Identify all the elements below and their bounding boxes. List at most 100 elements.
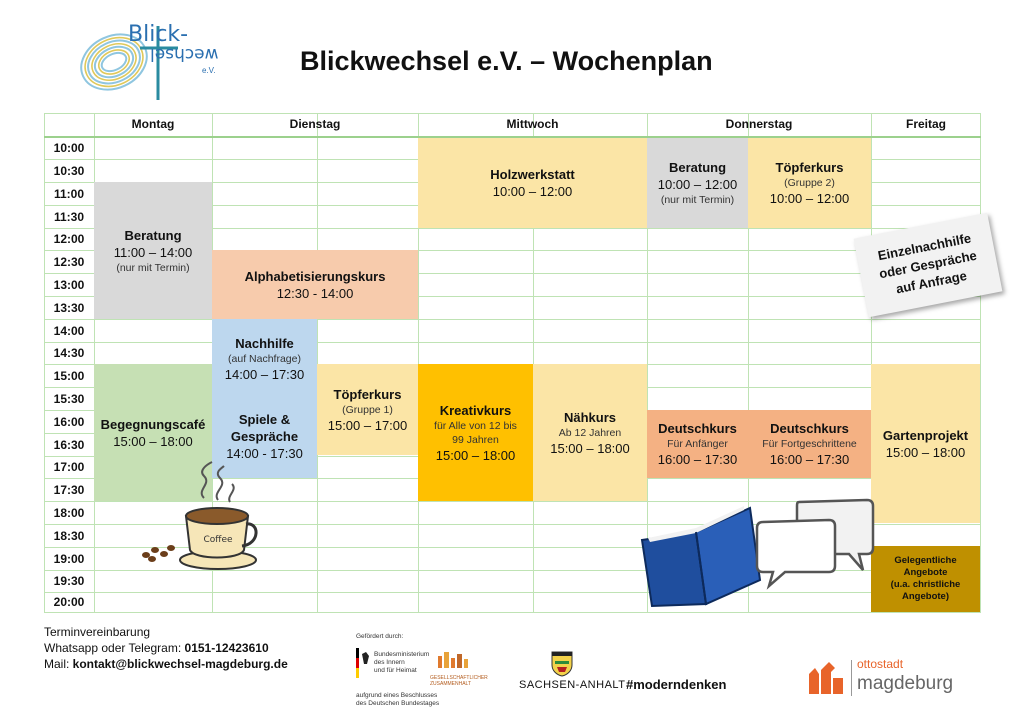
event-subtitle: (auf Nachfrage) xyxy=(228,353,301,365)
magdeburg-horse-icon xyxy=(807,660,847,696)
time-label: 20:00 xyxy=(53,595,85,609)
event-title: Beratung xyxy=(124,227,182,243)
time-label: 18:30 xyxy=(53,529,85,543)
event-time: 15:00 – 18:00 xyxy=(885,444,966,460)
event-time: 15:00 – 17:00 xyxy=(327,417,408,433)
event-title-gespraeche: Gespräche xyxy=(230,429,299,444)
event-time: 16:00 – 17:30 xyxy=(769,452,850,467)
event-title: Deutschkurs xyxy=(658,421,737,436)
event-time: 10:00 – 12:00 xyxy=(492,184,573,199)
time-label: 16:00 xyxy=(53,415,85,429)
event-title: Nähkurs xyxy=(563,409,617,425)
event-line: Angebote) xyxy=(902,591,949,602)
speech-bubbles-icon xyxy=(755,496,875,591)
coffee-cup-icon: Coffee xyxy=(138,460,258,575)
event-deutschkurs-anfaenger[interactable]: Deutschkurs Für Anfänger 16:00 – 17:30 xyxy=(647,410,748,478)
gefoerdert-label: Gefördert durch: xyxy=(356,633,404,640)
event-title: Gartenprojekt xyxy=(882,427,969,443)
logo-text-top: Blick- xyxy=(128,22,189,47)
event-alphabetisierungskurs[interactable]: Alphabetisierungskurs 12:30 - 14:00 xyxy=(212,250,418,319)
event-title: Begegnungscafé xyxy=(100,416,206,432)
page-title: Blickwechsel e.V. – Wochenplan xyxy=(300,46,713,76)
footer-email[interactable]: kontakt@blickwechsel-magdeburg.de xyxy=(72,657,288,671)
magdeburg-text: magdeburg xyxy=(857,673,954,694)
event-title: Holzwerkstatt xyxy=(490,167,575,182)
gesellschaftlicher-zusammenhalt-logo: GESELLSCHAFTLICHER ZUSAMMENHALT xyxy=(430,650,488,690)
blickwechsel-logo: Blick- wechsel e.V. xyxy=(74,22,234,102)
footer-mail-line: Mail: kontakt@blickwechsel-magdeburg.de xyxy=(44,656,288,673)
gz-line-2: ZUSAMMENHALT xyxy=(430,681,472,687)
time-label: 11:00 xyxy=(53,187,85,201)
footer-terminvereinbarung: Terminvereinbarung xyxy=(44,625,151,639)
event-title: Kreativkurs xyxy=(439,402,512,418)
event-subtitle: (Gruppe 2) xyxy=(784,177,835,189)
federal-eagle-icon xyxy=(356,648,370,678)
bmi-line-1: Bundesministerium xyxy=(374,651,430,658)
beschluss-line-2: des Deutschen Bundestages xyxy=(356,700,440,707)
event-time: 16:00 – 17:30 xyxy=(657,452,738,467)
time-label: 12:00 xyxy=(53,232,85,246)
bmi-line-2: des Innern xyxy=(374,659,405,666)
event-time: 14:00 – 17:30 xyxy=(224,367,305,382)
event-title: Töpferkurs xyxy=(775,160,844,175)
day-header-dienstag: Dienstag xyxy=(289,117,341,131)
event-time: 15:00 – 18:00 xyxy=(113,433,193,449)
time-label: 17:30 xyxy=(53,483,85,497)
day-header-freitag: Freitag xyxy=(905,117,946,131)
event-title-spiele: Spiele & xyxy=(238,412,291,427)
event-title: Nachhilfe xyxy=(235,336,294,351)
footer-phone-label: Whatsapp oder Telegram: xyxy=(44,641,185,655)
time-label: 15:30 xyxy=(53,392,85,406)
event-subtitle: Ab 12 Jahren xyxy=(558,426,622,439)
bmi-line-3: und für Heimat xyxy=(374,667,417,674)
beschluss-line-1: aufgrund eines Beschlusses xyxy=(356,692,438,699)
event-time: 15:00 – 18:00 xyxy=(435,447,516,463)
event-toepferkurs-gruppe1[interactable]: Töpferkurs (Gruppe 1) 15:00 – 17:00 xyxy=(317,364,418,455)
logo-text-bottom: wechsel xyxy=(150,44,219,64)
moderndenken-hashtag: #moderndenken xyxy=(626,677,727,692)
event-begegnungscafe[interactable]: Begegnungscafé 15:00 – 18:00 xyxy=(94,364,212,501)
event-time: 10:00 – 12:00 xyxy=(657,177,738,192)
time-label: 11:30 xyxy=(53,210,85,224)
time-label: 14:00 xyxy=(53,324,85,338)
event-subtitle: für Alle von 12 bis xyxy=(434,419,517,432)
event-holzwerkstatt[interactable]: Holzwerkstatt 10:00 – 12:00 xyxy=(418,138,647,228)
event-note: (nur mit Termin) xyxy=(660,194,735,206)
time-label: 14:30 xyxy=(53,346,85,360)
day-header-mittwoch: Mittwoch xyxy=(506,117,559,131)
sachsen-anhalt-crest-icon xyxy=(551,651,573,677)
event-toepferkurs-gruppe2[interactable]: Töpferkurs (Gruppe 2) 10:00 – 12:00 xyxy=(748,138,871,228)
footer-phone-line: Whatsapp oder Telegram: 0151-12423610 xyxy=(44,640,269,657)
sachsen-anhalt-text: SACHSEN-ANHALT xyxy=(519,679,626,691)
time-label: 10:30 xyxy=(53,164,85,178)
event-time-spiele: 14:00 - 17:30 xyxy=(226,446,303,461)
event-time: 10:00 – 12:00 xyxy=(769,191,850,206)
time-label: 12:30 xyxy=(53,255,85,269)
event-subtitle: Für Fortgeschrittene xyxy=(762,438,857,450)
event-naehkurs[interactable]: Nähkurs Ab 12 Jahren 15:00 – 18:00 xyxy=(533,364,647,501)
time-label: 10:00 xyxy=(53,141,85,155)
day-header-donnerstag: Donnerstag xyxy=(725,117,793,131)
event-subtitle: (Gruppe 1) xyxy=(342,403,393,416)
event-beratung-montag[interactable]: Beratung 11:00 – 14:00 (nur mit Termin) xyxy=(94,182,212,319)
event-title: Alphabetisierungskurs xyxy=(244,268,386,284)
time-label: 16:30 xyxy=(53,438,85,452)
footer-phone[interactable]: 0151-12423610 xyxy=(184,641,269,655)
event-beratung-donnerstag[interactable]: Beratung 10:00 – 12:00 (nur mit Termin) xyxy=(647,138,748,228)
event-kreativkurs[interactable]: Kreativkurs für Alle von 12 bis 99 Jahre… xyxy=(418,364,533,501)
event-nachhilfe-spiele[interactable]: Nachhilfe (auf Nachfrage) 14:00 – 17:30 … xyxy=(212,319,317,478)
cup-label: Coffee xyxy=(203,535,233,545)
event-line: Gelegentliche xyxy=(894,555,957,566)
event-deutschkurs-fortgeschrittene[interactable]: Deutschkurs Für Fortgeschrittene 16:00 –… xyxy=(748,410,871,478)
book-icon xyxy=(638,500,763,608)
logo-text-suffix: e.V. xyxy=(202,66,216,75)
day-header-montag: Montag xyxy=(131,117,175,131)
time-label: 19:00 xyxy=(53,552,85,566)
event-line: Angebote xyxy=(903,567,948,578)
event-gelegentliche-angebote[interactable]: Gelegentliche Angebote (u.a. christliche… xyxy=(871,546,980,612)
time-label: 13:30 xyxy=(53,301,85,315)
time-label: 15:00 xyxy=(53,369,85,383)
event-gartenprojekt[interactable]: Gartenprojekt 15:00 – 18:00 xyxy=(871,364,980,523)
event-line: (u.a. christliche xyxy=(890,579,961,590)
event-time: 15:00 – 18:00 xyxy=(550,440,630,456)
